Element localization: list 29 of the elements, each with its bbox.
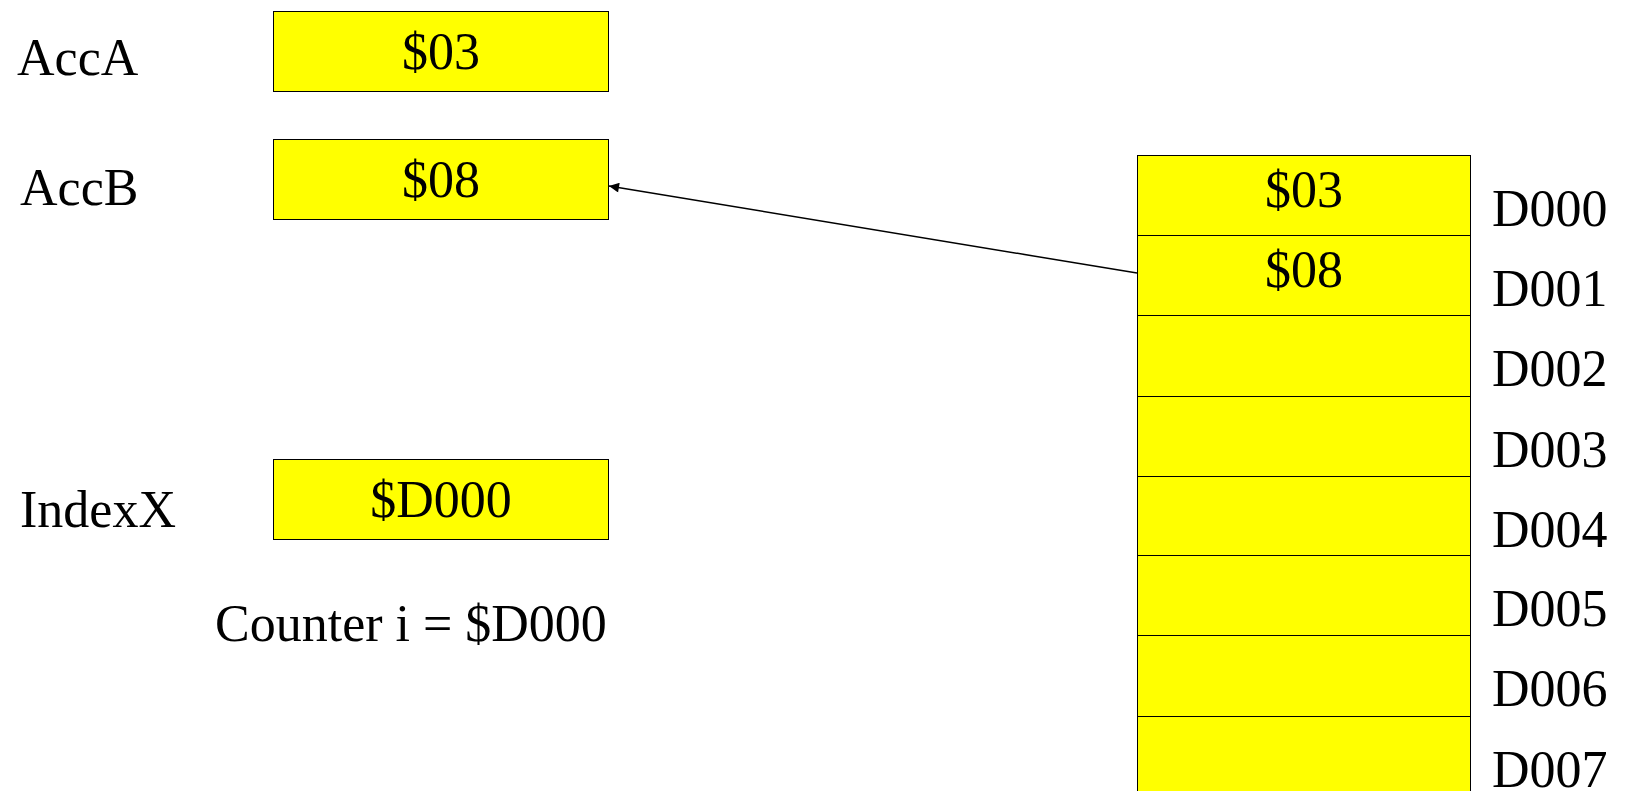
memory-address: D007: [1492, 744, 1608, 791]
register-box: [273, 11, 609, 92]
memory-address: D003: [1492, 424, 1608, 476]
memory-cell: [1137, 635, 1471, 717]
memory-value: $08: [1265, 244, 1343, 296]
memory-address: D000: [1492, 183, 1608, 235]
register-box: [273, 139, 609, 220]
register-name: AccB: [20, 162, 139, 214]
register-name: AccA: [17, 32, 139, 84]
memory-cell: [1137, 315, 1471, 397]
arrow: [608, 182, 1138, 274]
register-value: $03: [402, 25, 480, 78]
register-name: IndexX: [20, 484, 176, 536]
memory-cell: [1137, 716, 1471, 791]
register-value: $D000: [370, 473, 512, 526]
memory-value: $03: [1265, 164, 1343, 216]
memory-cell: [1137, 476, 1471, 556]
register-value: $08: [402, 153, 480, 206]
note-text: Counter i = $D000: [215, 598, 607, 650]
memory-address: D004: [1492, 504, 1608, 556]
memory-cell: [1137, 155, 1471, 236]
memory-cell: [1137, 555, 1471, 636]
memory-cell: [1137, 396, 1471, 477]
memory-cell: [1137, 235, 1471, 316]
memory-address: D005: [1492, 583, 1608, 635]
memory-address: D002: [1492, 343, 1608, 395]
memory-address: D001: [1492, 263, 1608, 315]
register-box: [273, 459, 609, 540]
memory-address: D006: [1492, 663, 1608, 715]
